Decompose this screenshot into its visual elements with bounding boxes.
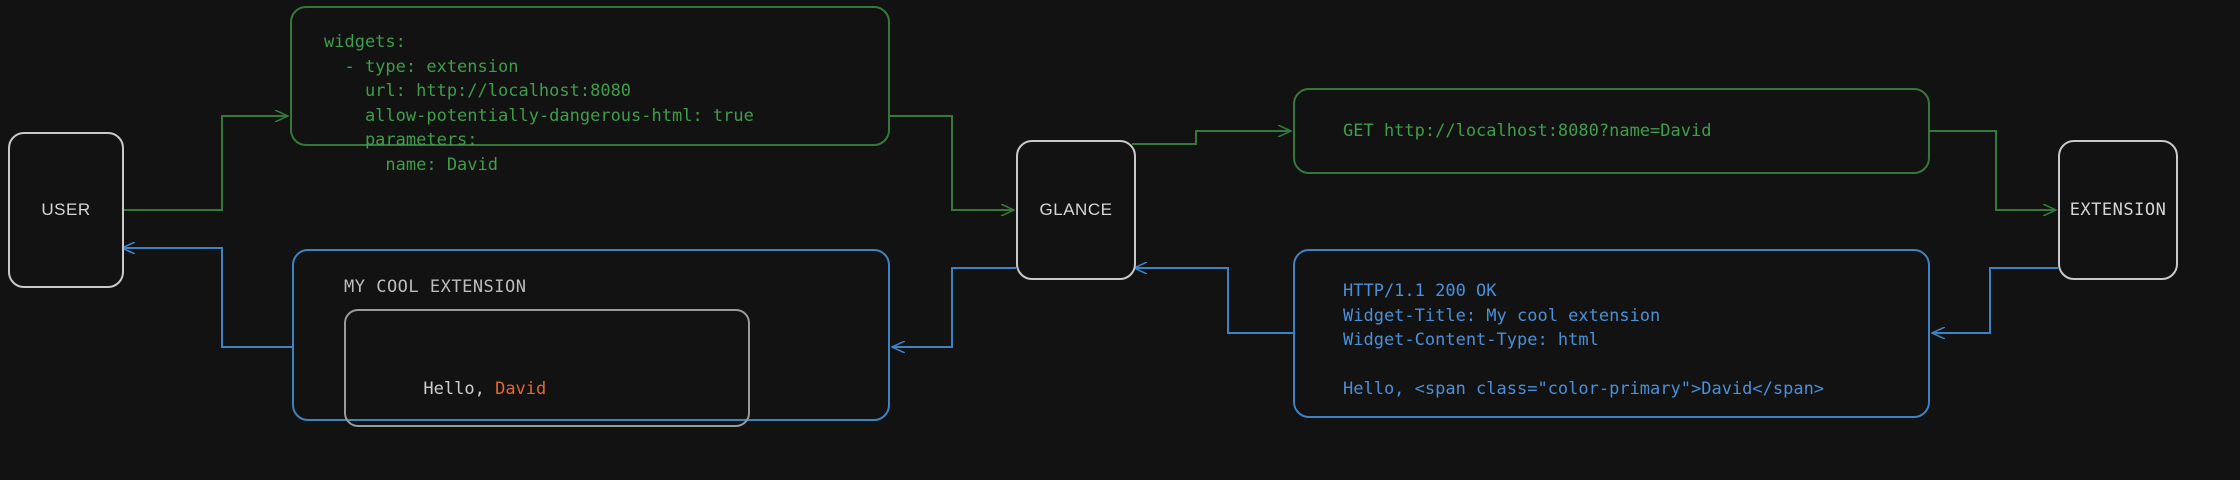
edge-http-response-to-glance — [1134, 268, 1293, 334]
rendered-widget-name: David — [495, 379, 547, 399]
panel-http-request: GET http://localhost:8080?name=David — [1293, 88, 1930, 174]
rendered-widget-card: Hello, David — [344, 309, 750, 427]
yaml-config-code: widgets: - type: extension url: http://l… — [324, 32, 754, 175]
node-user[interactable]: USER — [8, 132, 124, 288]
edge-yaml-to-glance — [890, 115, 1014, 210]
edge-rendered-widget-to-user — [122, 248, 292, 348]
edge-glance-to-rendered-widget — [892, 267, 1016, 347]
node-glance[interactable]: GLANCE — [1016, 140, 1136, 280]
node-extension-label: EXTENSION — [2069, 200, 2167, 220]
edge-http-request-to-extension — [1930, 130, 2056, 210]
edge-glance-to-http-request — [1132, 131, 1291, 145]
rendered-widget-title: MY COOL EXTENSION — [344, 277, 527, 297]
edge-user-to-yaml — [120, 116, 288, 211]
node-glance-label: GLANCE — [1039, 200, 1113, 219]
rendered-widget-body: Hello, David — [362, 359, 546, 419]
edge-extension-to-http-response — [1932, 267, 2058, 333]
panel-rendered-widget: MY COOL EXTENSION Hello, David — [292, 249, 890, 427]
http-response-code: HTTP/1.1 200 OK Widget-Title: My cool ex… — [1343, 281, 1825, 399]
http-request-code: GET http://localhost:8080?name=David — [1343, 121, 1712, 141]
node-extension[interactable]: EXTENSION — [2058, 140, 2178, 280]
panel-http-response: HTTP/1.1 200 OK Widget-Title: My cool ex… — [1293, 249, 1930, 418]
node-user-label: USER — [41, 200, 91, 219]
rendered-widget-greeting: Hello, — [423, 379, 496, 399]
panel-yaml-config: widgets: - type: extension url: http://l… — [290, 6, 890, 175]
